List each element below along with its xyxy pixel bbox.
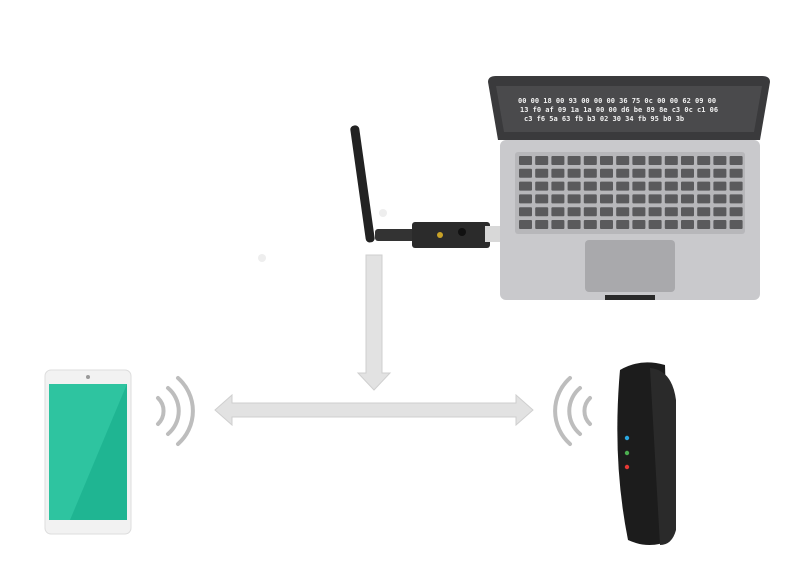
keyboard-key bbox=[729, 207, 743, 217]
keyboard-key bbox=[713, 181, 727, 191]
keyboard-key bbox=[551, 156, 565, 165]
keyboard-key bbox=[729, 194, 743, 204]
keyboard-key bbox=[648, 156, 662, 165]
hex-line-1: 00 00 18 00 93 00 00 00 36 75 0c 00 00 6… bbox=[518, 97, 716, 105]
keyboard-key bbox=[551, 220, 565, 229]
keyboard-key bbox=[648, 207, 662, 217]
keyboard-key bbox=[632, 194, 646, 204]
keyboard-key bbox=[567, 207, 581, 217]
keyboard-key bbox=[664, 168, 678, 178]
keyboard-key bbox=[551, 207, 565, 217]
keyboard-key bbox=[567, 156, 581, 165]
keyboard-key bbox=[616, 168, 630, 178]
sdr-dongle-antenna bbox=[258, 125, 500, 262]
keyboard-key bbox=[697, 181, 711, 191]
keyboard-key bbox=[713, 220, 727, 229]
keyboard-key bbox=[681, 207, 694, 217]
keyboard-key bbox=[664, 207, 678, 217]
keyboard-key bbox=[681, 194, 694, 204]
keyboard-key bbox=[551, 168, 565, 178]
keyboard-key bbox=[551, 194, 565, 204]
keyboard-key bbox=[713, 156, 727, 165]
keyboard-key bbox=[535, 194, 549, 204]
keyboard-key bbox=[567, 220, 581, 229]
keyboard-key bbox=[664, 181, 678, 191]
band-signal-icon bbox=[553, 376, 592, 446]
keyboard-key bbox=[583, 181, 597, 191]
keyboard-key bbox=[583, 156, 597, 165]
keyboard-key bbox=[583, 194, 597, 204]
keyboard-key bbox=[648, 194, 662, 204]
keyboard-key bbox=[697, 207, 711, 217]
keyboard-key bbox=[583, 207, 597, 217]
keyboard-key bbox=[519, 220, 532, 229]
keyboard-key bbox=[664, 194, 678, 204]
phone-signal-icon bbox=[156, 376, 195, 446]
keyboard-key bbox=[519, 156, 532, 165]
down-arrow bbox=[356, 254, 392, 391]
keyboard-key bbox=[535, 220, 549, 229]
keyboard-key bbox=[648, 168, 662, 178]
keyboard-key bbox=[664, 156, 678, 165]
keyboard-key bbox=[600, 194, 613, 204]
keyboard-key bbox=[697, 168, 711, 178]
keyboard-key bbox=[729, 220, 743, 229]
keyboard-key bbox=[535, 181, 549, 191]
keyboard-key bbox=[713, 168, 727, 178]
keyboard-key bbox=[519, 207, 532, 217]
trackpad bbox=[585, 240, 675, 292]
keyboard-key bbox=[616, 181, 630, 191]
keyboard-key bbox=[681, 181, 694, 191]
keyboard-key bbox=[567, 168, 581, 178]
keyboard-key bbox=[583, 168, 597, 178]
keyboard-key bbox=[681, 168, 694, 178]
keyboard-key bbox=[632, 156, 646, 165]
keyboard-key bbox=[551, 181, 565, 191]
laptop-illustration: 00 00 18 00 93 00 00 00 36 75 0c 00 00 6… bbox=[488, 76, 770, 300]
keyboard-key bbox=[600, 168, 613, 178]
keyboard-key bbox=[729, 181, 743, 191]
keyboard-key bbox=[519, 181, 532, 191]
keyboard-key bbox=[616, 220, 630, 229]
keyboard-key bbox=[600, 156, 613, 165]
keyboard-key bbox=[632, 207, 646, 217]
keyboard-key bbox=[600, 220, 613, 229]
keyboard-key bbox=[632, 168, 646, 178]
laptop-screen bbox=[496, 86, 762, 132]
keyboard-key bbox=[600, 181, 613, 191]
keyboard-key bbox=[632, 181, 646, 191]
hex-line-2: 13 f0 af 09 1a 1a 00 00 d6 be 89 8e c3 0… bbox=[520, 106, 718, 114]
keyboard-key bbox=[632, 220, 646, 229]
hex-line-3: c3 f6 5a 63 fb b3 02 30 34 fb 95 b0 3b bbox=[524, 115, 684, 123]
keyboard-key bbox=[535, 156, 549, 165]
smartphone bbox=[44, 369, 132, 535]
keyboard-key bbox=[535, 207, 549, 217]
keyboard-key bbox=[567, 181, 581, 191]
keyboard-key bbox=[519, 194, 532, 204]
keyboard-key bbox=[648, 181, 662, 191]
keyboard-key bbox=[600, 207, 613, 217]
keyboard-key bbox=[519, 168, 532, 178]
keyboard-key bbox=[616, 194, 630, 204]
keyboard-key bbox=[681, 156, 694, 165]
keyboard-key bbox=[697, 194, 711, 204]
keyboard-key bbox=[567, 194, 581, 204]
keyboard-key bbox=[616, 156, 630, 165]
keyboard-key bbox=[729, 156, 743, 165]
keyboard-key bbox=[664, 220, 678, 229]
keyboard-key bbox=[535, 168, 549, 178]
keyboard-key bbox=[648, 220, 662, 229]
keyboard-key bbox=[697, 220, 711, 229]
keyboard-key bbox=[697, 156, 711, 165]
keyboard-key bbox=[616, 207, 630, 217]
bidirectional-arrow bbox=[214, 393, 534, 427]
keyboard-key bbox=[713, 207, 727, 217]
keyboard-key bbox=[583, 220, 597, 229]
keyboard-key bbox=[713, 194, 727, 204]
fitness-band bbox=[617, 362, 676, 545]
keyboard-key bbox=[729, 168, 743, 178]
keyboard-key bbox=[681, 220, 694, 229]
